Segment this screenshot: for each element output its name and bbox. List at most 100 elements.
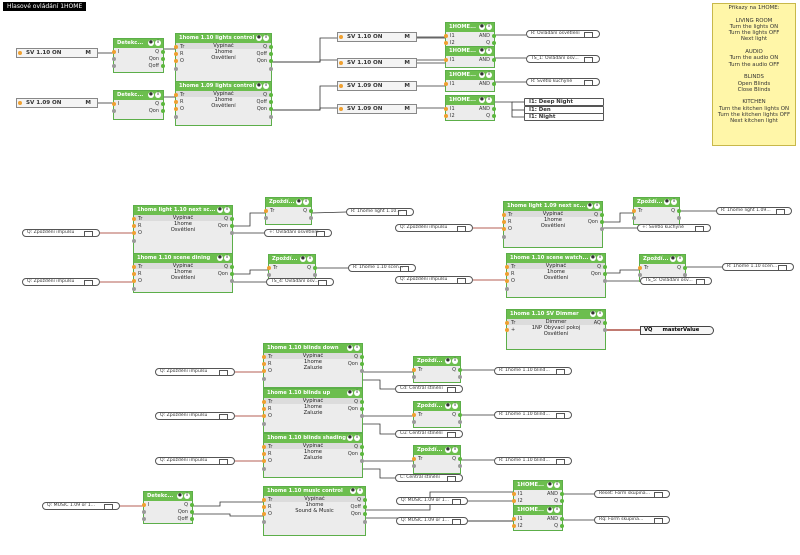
info-icon[interactable]: i: [554, 507, 560, 513]
input-port[interactable]: [512, 524, 516, 529]
input-port[interactable]: [132, 265, 136, 269]
output-port[interactable]: [161, 109, 165, 114]
input-port[interactable]: [262, 414, 266, 419]
info-icon[interactable]: i: [303, 199, 309, 205]
reference-node[interactable]: Cd: Centrál stínění: [395, 385, 463, 393]
output-port[interactable]: [313, 266, 317, 270]
info-icon[interactable]: i: [486, 48, 492, 54]
output-port[interactable]: [269, 66, 273, 71]
input-port[interactable]: [502, 234, 506, 239]
reference-node[interactable]: R: Světlo kuchyně: [526, 78, 600, 86]
input-port[interactable]: [112, 64, 116, 69]
output-port[interactable]: [190, 510, 194, 515]
reference-node[interactable]: TS_1: Ovládání osv...: [526, 55, 600, 63]
output-port[interactable]: [360, 369, 364, 374]
input-port[interactable]: [174, 59, 178, 64]
output-port[interactable]: [161, 64, 165, 69]
input-port[interactable]: [505, 286, 509, 291]
output-port[interactable]: [677, 216, 681, 221]
input-port[interactable]: [512, 492, 516, 496]
reference-node[interactable]: TS_5: Ovládání osv...: [640, 277, 712, 285]
input-port[interactable]: [262, 407, 266, 412]
reference-node[interactable]: +: Ovládání osvětlení: [264, 229, 332, 237]
reference-node[interactable]: Q: Zpoždění impulsu: [155, 457, 235, 465]
input-port[interactable]: [267, 273, 271, 278]
reference-node[interactable]: R: 1home 1.10 blind...: [494, 411, 572, 419]
input-port[interactable]: [132, 224, 136, 229]
input-port[interactable]: [112, 50, 116, 54]
input-port[interactable]: [262, 452, 266, 457]
reference-node[interactable]: TS_4: Ovládání osv...: [266, 278, 334, 286]
input-port[interactable]: [264, 216, 268, 221]
input-port[interactable]: [444, 107, 448, 111]
info-icon[interactable]: i: [452, 403, 458, 409]
input-port[interactable]: [262, 369, 266, 374]
input-port[interactable]: [502, 227, 506, 232]
reference-node[interactable]: R: 1home 1.10 blind...: [494, 457, 572, 465]
info-icon[interactable]: i: [354, 390, 360, 396]
info-icon[interactable]: i: [354, 435, 360, 441]
input-port[interactable]: [638, 273, 642, 278]
input-port[interactable]: [412, 368, 416, 372]
output-port[interactable]: [230, 272, 234, 277]
input-port[interactable]: [505, 279, 509, 284]
info-icon[interactable]: i: [357, 488, 363, 494]
input-port[interactable]: [262, 400, 266, 404]
reference-node[interactable]: R: Ovládání osvětlení: [526, 30, 600, 38]
input-port[interactable]: [262, 376, 266, 381]
info-icon[interactable]: i: [554, 482, 560, 488]
info-icon[interactable]: i: [307, 256, 313, 262]
reference-node[interactable]: Q: Zpoždění impulsu: [395, 276, 473, 284]
input-port[interactable]: [502, 213, 506, 217]
output-port[interactable]: [600, 220, 604, 225]
output-port[interactable]: [363, 505, 367, 510]
output-port[interactable]: [560, 499, 564, 504]
reference-node[interactable]: Q: Zpoždění impulsu: [22, 278, 100, 286]
input-port[interactable]: [412, 464, 416, 469]
output-port[interactable]: [360, 400, 364, 404]
output-port[interactable]: [269, 52, 273, 57]
output-port[interactable]: [269, 107, 273, 112]
input-port[interactable]: [112, 102, 116, 106]
input-port[interactable]: [174, 114, 178, 119]
output-port[interactable]: [309, 216, 313, 221]
input-port[interactable]: [505, 265, 509, 269]
reference-node[interactable]: I1: Deep Night: [524, 98, 604, 106]
input-port[interactable]: [262, 362, 266, 367]
info-icon[interactable]: i: [263, 35, 269, 41]
output-port[interactable]: [492, 114, 496, 119]
output-port[interactable]: [683, 266, 687, 270]
output-port[interactable]: [230, 265, 234, 269]
output-port[interactable]: [269, 59, 273, 64]
input-port[interactable]: [262, 498, 266, 502]
info-icon[interactable]: i: [486, 72, 492, 78]
input-port[interactable]: [412, 420, 416, 425]
input-port[interactable]: [412, 375, 416, 380]
reference-node[interactable]: Q: MUSIC 1.09 or 1...: [396, 517, 468, 525]
output-port[interactable]: [313, 273, 317, 278]
output-port[interactable]: [560, 524, 564, 529]
input-port[interactable]: [142, 510, 146, 515]
output-port[interactable]: [360, 407, 364, 412]
output-port[interactable]: [492, 58, 496, 62]
input-port[interactable]: [512, 517, 516, 521]
info-icon[interactable]: i: [452, 358, 458, 364]
info-icon[interactable]: i: [597, 311, 603, 317]
input-port[interactable]: [412, 413, 416, 417]
output-port[interactable]: [363, 519, 367, 524]
input-port[interactable]: [142, 503, 146, 507]
output-port[interactable]: [603, 272, 607, 277]
input-port[interactable]: [262, 505, 266, 510]
